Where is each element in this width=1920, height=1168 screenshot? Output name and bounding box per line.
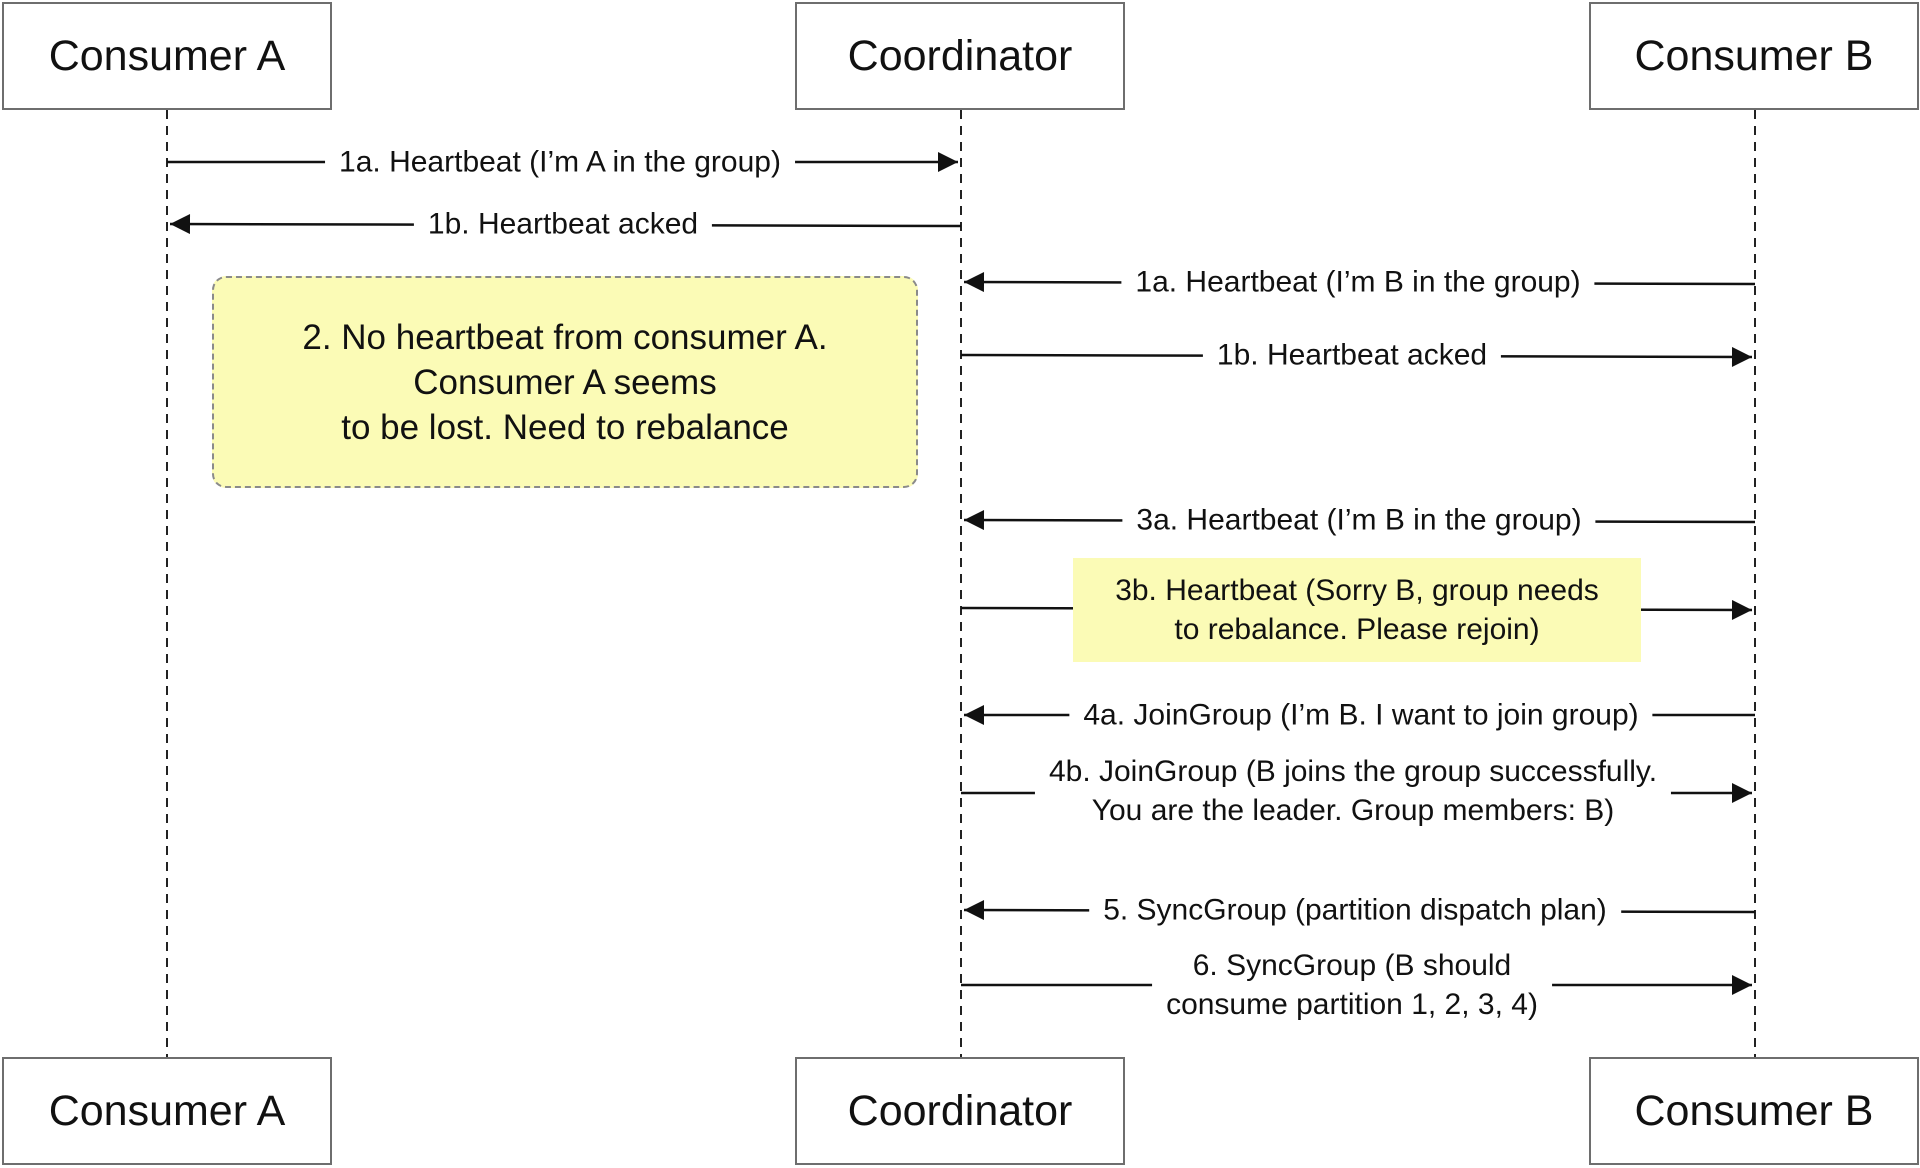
message-line: 1b. Heartbeat acked <box>427 207 699 241</box>
message-label-5: 5. SyncGroup (partition dispatch plan) <box>1089 890 1621 930</box>
message-line: 5. SyncGroup (partition dispatch plan) <box>1103 893 1607 927</box>
message-label-4a: 4a. JoinGroup (I’m B. I want to join gro… <box>1069 695 1653 735</box>
message-line: 1a. Heartbeat (I’m B in the group) <box>1135 265 1581 299</box>
message-label-6: 6. SyncGroup (B should consume partition… <box>1152 946 1552 1024</box>
note-consumer-a-lost: 2. No heartbeat from consumer A. Consume… <box>212 276 918 488</box>
participant-consumer-b-bottom: Consumer B <box>1589 1057 1919 1165</box>
participant-coordinator-bottom: Coordinator <box>795 1057 1125 1165</box>
participant-consumer-a-bottom: Consumer A <box>2 1057 332 1165</box>
message-line: 1a. Heartbeat (I’m A in the group) <box>339 145 781 179</box>
message-line: You are the leader. Group members: B) <box>1091 794 1615 827</box>
message-line: 4a. JoinGroup (I’m B. I want to join gro… <box>1083 698 1639 732</box>
message-label-1a-consumer-a: 1a. Heartbeat (I’m A in the group) <box>325 142 795 182</box>
message-line: to rebalance. Please rejoin) <box>1174 613 1540 646</box>
participant-consumer-a-top: Consumer A <box>2 2 332 110</box>
message-label-3a: 3a. Heartbeat (I’m B in the group) <box>1122 500 1596 540</box>
message-line: 1b. Heartbeat acked <box>1216 338 1488 372</box>
message-label-1a-consumer-b: 1a. Heartbeat (I’m B in the group) <box>1121 262 1595 302</box>
participant-coordinator-top: Coordinator <box>795 2 1125 110</box>
message-line: 3a. Heartbeat (I’m B in the group) <box>1136 503 1582 537</box>
message-label-1b-consumer-a: 1b. Heartbeat acked <box>413 204 713 244</box>
message-label-3b-highlighted: 3b. Heartbeat (Sorry B, group needs to r… <box>1073 558 1641 662</box>
note-line: to be lost. Need to rebalance <box>341 407 789 447</box>
message-line: 6. SyncGroup (B should <box>1192 949 1512 982</box>
participant-consumer-b-top: Consumer B <box>1589 2 1919 110</box>
note-line: Consumer A seems <box>413 362 717 402</box>
note-line: 2. No heartbeat from consumer A. <box>302 317 828 357</box>
message-line: 3b. Heartbeat (Sorry B, group needs <box>1115 574 1599 607</box>
message-label-4b: 4b. JoinGroup (B joins the group success… <box>1034 752 1672 830</box>
message-label-1b-consumer-b: 1b. Heartbeat acked <box>1202 335 1502 375</box>
message-line: consume partition 1, 2, 3, 4) <box>1166 988 1538 1021</box>
message-line: 4b. JoinGroup (B joins the group success… <box>1048 755 1658 788</box>
